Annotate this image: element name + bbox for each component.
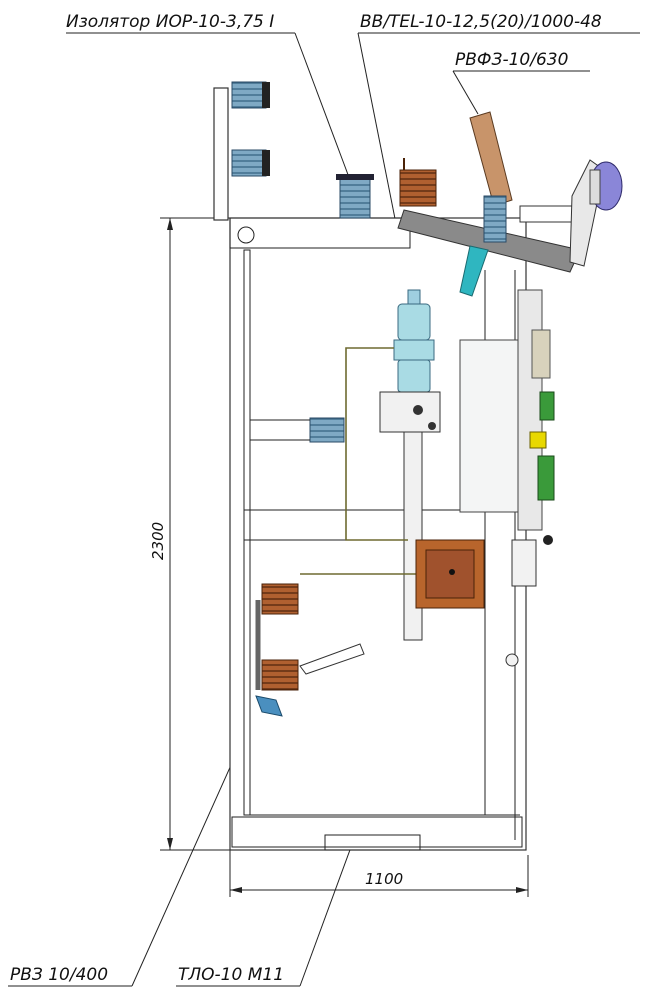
- svg-text:Изолятор ИОР-10-3,75 I: Изолятор ИОР-10-3,75 I: [66, 12, 274, 32]
- busbar-wiring: [300, 347, 416, 575]
- earthing-switch-rvz: [255, 583, 365, 717]
- svg-text:РВЗ 10/400: РВЗ 10/400: [10, 965, 108, 985]
- label-rvfz: РВФЗ-10/630: [452, 50, 590, 115]
- insulator-ior: [336, 174, 374, 219]
- side-insulator: [250, 417, 345, 443]
- roof-insulators: [213, 81, 270, 221]
- current-transformer-tlo: [415, 539, 485, 609]
- dimension-width: 1100: [229, 850, 529, 897]
- svg-text:ТЛО-10 М11: ТЛО-10 М11: [178, 965, 284, 985]
- cell-frame: [229, 217, 527, 851]
- signal-lamp: [589, 161, 623, 211]
- svg-text:2300: 2300: [149, 522, 167, 560]
- dimension-height: 2300: [149, 217, 232, 851]
- svg-text:1100: 1100: [365, 870, 403, 888]
- svg-text:РВФЗ-10/630: РВФЗ-10/630: [455, 50, 568, 70]
- roof-copper-coil: [399, 158, 437, 207]
- label-rvz: РВЗ 10/400: [8, 695, 263, 987]
- label-insulator: Изолятор ИОР-10-3,75 I: [66, 12, 351, 181]
- svg-text:BB/TEL-10-12,5(20)/1000-48: BB/TEL-10-12,5(20)/1000-48: [360, 12, 602, 32]
- relay-compartment: [459, 289, 555, 667]
